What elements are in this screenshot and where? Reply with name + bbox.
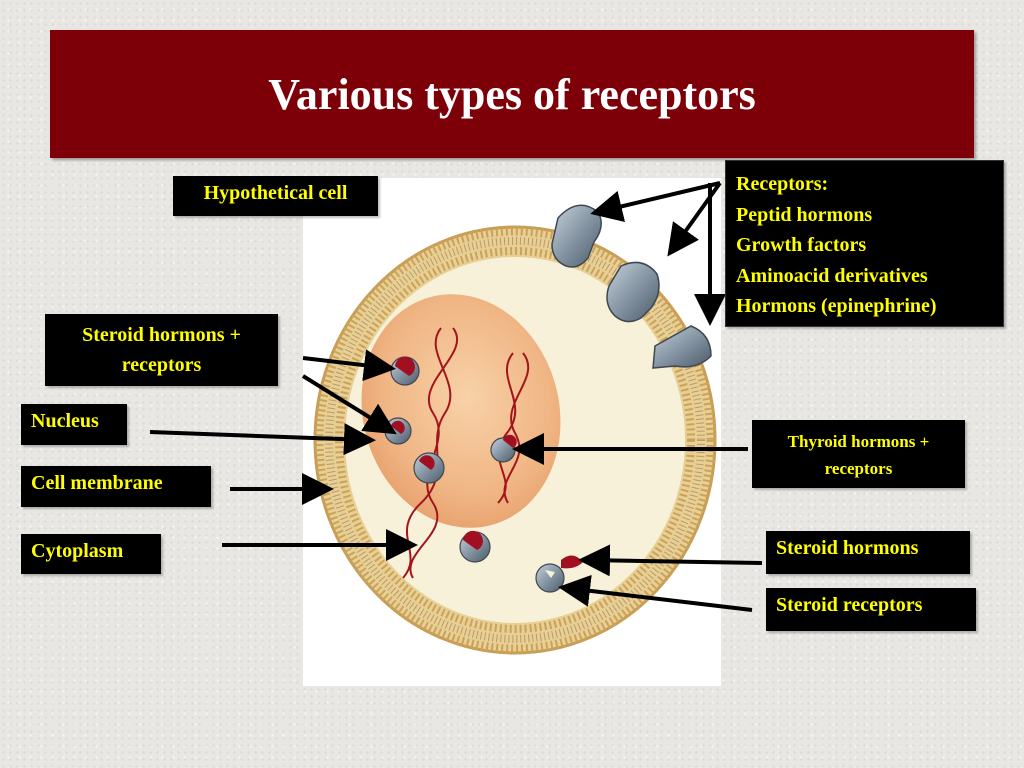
- membrane-heads-inner: [335, 247, 695, 633]
- nuclear-receptor-complex-1: [390, 356, 420, 386]
- label-line: Aminoacid derivatives: [736, 264, 928, 287]
- label-line: Thyroid hormons +: [787, 432, 930, 451]
- cytoplasm-receptor-complex: [459, 530, 491, 563]
- label-steroid-receptors: Steroid receptors: [766, 588, 976, 631]
- steroid-hormone: [561, 555, 583, 569]
- label-line: receptors: [121, 354, 202, 376]
- label-cell-membrane: Cell membrane: [21, 466, 211, 507]
- label-receptors-list: Receptors: Peptid hormons Growth factors…: [725, 160, 1004, 327]
- steroid-receptor: [535, 563, 565, 593]
- label-nucleus: Nucleus: [21, 404, 127, 445]
- label-line: receptors: [824, 459, 893, 478]
- label-steroid-hormons: Steroid hormons: [766, 531, 970, 574]
- label-line: Growth factors: [736, 234, 867, 256]
- label-line: Peptid hormons: [736, 203, 873, 226]
- nuclear-receptor-complex-3: [413, 452, 445, 484]
- membrane-receptor-1: [551, 204, 602, 268]
- cell-diagram-panel: [303, 178, 721, 686]
- label-line: Receptors:: [736, 173, 829, 195]
- label-line: Steroid hormons +: [82, 324, 241, 346]
- label-steroid-hormons-receptors: Steroid hormons + receptors: [45, 314, 278, 386]
- membrane-receptor-3: [652, 325, 712, 369]
- label-line: Hormons (epinephrine): [736, 295, 937, 317]
- label-cytoplasm: Cytoplasm: [21, 534, 161, 574]
- membrane-receptor-2: [606, 261, 660, 323]
- nucleus: [361, 294, 561, 528]
- label-thyroid-hormons-receptors: Thyroid hormons + receptors: [752, 420, 965, 488]
- label-hypothetical-cell: Hypothetical cell: [173, 176, 378, 216]
- slide-title: Various types of receptors: [268, 69, 756, 119]
- cell-diagram: [313, 204, 717, 655]
- nuclear-receptor-complex-2: [384, 417, 412, 445]
- title-bar: Various types of receptors: [50, 30, 974, 158]
